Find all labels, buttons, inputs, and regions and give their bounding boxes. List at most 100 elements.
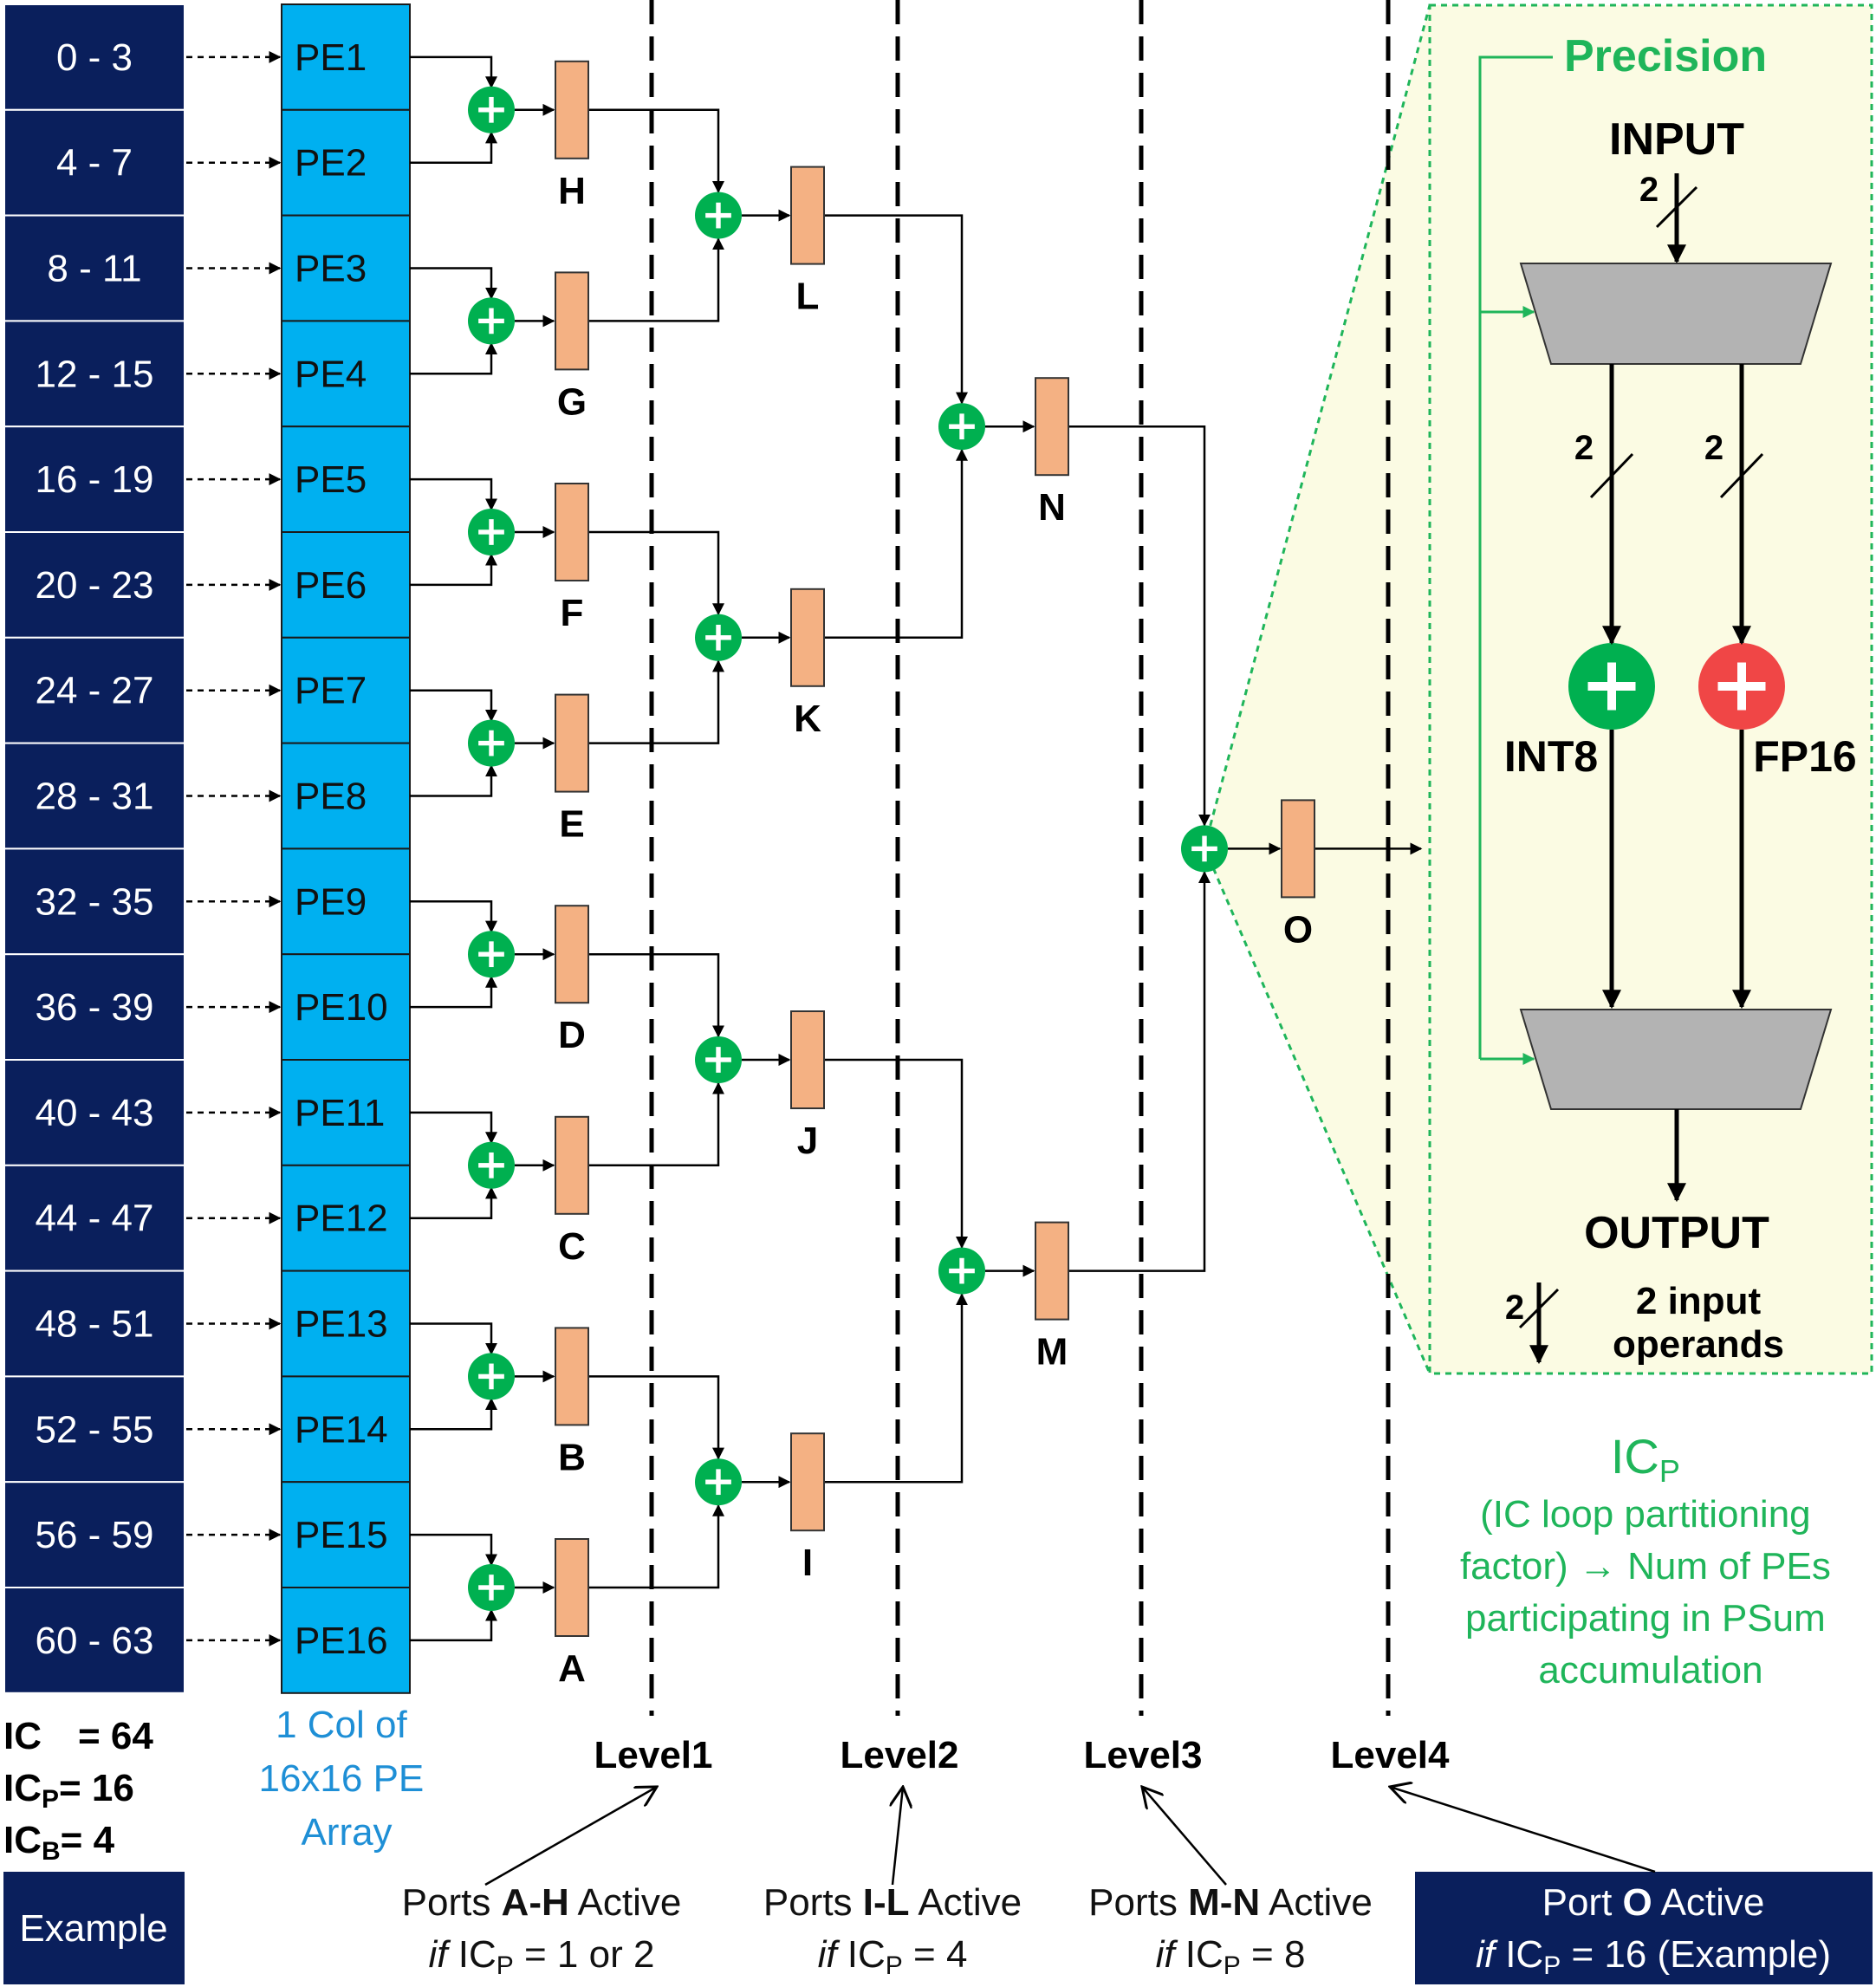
pe-cell-label: PE13 <box>295 1303 388 1346</box>
legend-bus-width: 2 <box>1505 1289 1524 1327</box>
param-icp-sub: P <box>42 1785 59 1814</box>
pe-array-caption: 1 Col of 16x16 PE Array <box>258 1704 434 1854</box>
level-label: Level4 <box>1331 1734 1451 1776</box>
port-label: F <box>561 592 584 634</box>
wire <box>410 1608 497 1642</box>
fp16-label: FP16 <box>1753 732 1857 781</box>
wire <box>1068 871 1211 1272</box>
pe-cell-label: PE1 <box>295 36 367 79</box>
wire <box>410 267 497 300</box>
int8-bus-width: 2 <box>1574 429 1594 467</box>
ic-cell <box>3 214 185 322</box>
note-tail: = 1 or 2 <box>514 1933 655 1976</box>
note-icp-sub: P <box>1543 1951 1561 1980</box>
note-post: Active <box>910 1881 1022 1924</box>
ic-cell-label: 52 - 55 <box>36 1408 154 1451</box>
wire <box>410 764 497 797</box>
note-tail: = 16 (Example) <box>1561 1933 1831 1976</box>
ic-cell <box>3 3 185 111</box>
zoom-wedge <box>1204 5 1430 1373</box>
ic-cell <box>3 1481 185 1588</box>
pe-cell-label: PE10 <box>295 986 388 1029</box>
pe-cell-label: PE5 <box>295 458 367 501</box>
pe-cell <box>281 3 411 111</box>
zoom-edge-top <box>1203 4 1431 848</box>
port-register <box>790 1432 825 1532</box>
pe-cell-label: PE6 <box>295 564 367 607</box>
pe-cell-label: PE14 <box>295 1408 388 1451</box>
wire <box>824 214 968 405</box>
ic-cell-label: 0 - 3 <box>56 36 133 79</box>
port-label: O <box>1283 908 1313 951</box>
note-line2: if ICP = 4 <box>818 1933 968 1980</box>
ic-cell-label: 4 - 7 <box>56 142 133 185</box>
port-register <box>790 166 825 265</box>
bottom-annotations: IC = 64 ICP= 16 ICB= 4 Example 1 Col of … <box>3 1429 1873 1984</box>
fp16-bus-width: 2 <box>1704 429 1723 467</box>
note-icp-sub: P <box>886 1951 903 1980</box>
adder-plus-v <box>489 308 494 334</box>
note-ports: O <box>1623 1881 1652 1924</box>
note-ports: A-H <box>502 1881 569 1924</box>
wire <box>410 477 497 511</box>
wire <box>824 448 968 640</box>
icp-note-line4: accumulation <box>1538 1649 1762 1692</box>
port-register <box>555 1538 589 1637</box>
ic-cell-label: 56 - 59 <box>36 1514 154 1556</box>
note-post: Active <box>569 1881 682 1924</box>
wire <box>410 1398 497 1431</box>
param-icb-base: IC <box>3 1819 42 1861</box>
pe-cell <box>281 531 411 639</box>
ic-cell <box>3 108 185 217</box>
ic-cell <box>3 636 185 744</box>
port-o-note-box <box>1415 1872 1873 1984</box>
port-register <box>555 1327 589 1426</box>
note-line2: if ICP = 8 <box>1156 1933 1306 1980</box>
level-label: Level3 <box>1084 1734 1203 1776</box>
wire <box>410 1186 497 1219</box>
param-icb-value: = 4 <box>61 1819 115 1861</box>
port-register <box>555 905 589 1004</box>
note-icp: IC <box>448 1933 497 1976</box>
level-label: Level1 <box>594 1734 713 1776</box>
ic-cell-label: 36 - 39 <box>36 986 154 1029</box>
ic-cell-label: 24 - 27 <box>36 670 154 712</box>
adder-plus-v <box>489 730 494 756</box>
pe-cell-label: PE2 <box>295 142 367 185</box>
note-line2: if ICP = 16 (Example) <box>1476 1933 1831 1980</box>
note-pre: Ports <box>402 1881 502 1924</box>
param-icp: ICP= 16 <box>3 1767 134 1814</box>
ic-cell <box>3 953 185 1061</box>
param-icb-sub: B <box>42 1837 61 1866</box>
wire <box>410 689 497 722</box>
adder-plus-v <box>489 1152 494 1179</box>
ic-cell <box>3 1059 185 1166</box>
zoom-edge-bottom <box>1203 847 1431 1374</box>
legend-bus-slash <box>1518 1288 1560 1329</box>
port-label: D <box>558 1014 586 1056</box>
ic-cell <box>3 1587 185 1694</box>
wire <box>410 131 497 164</box>
port-label: N <box>1038 486 1066 529</box>
icp-note-line3: participating in PSum <box>1465 1597 1826 1640</box>
param-icb: ICB= 4 <box>3 1819 115 1866</box>
pe-cell-label: PE15 <box>295 1514 388 1556</box>
port-register <box>555 271 589 371</box>
adder-plus-v <box>489 1575 494 1601</box>
adder-plus-v <box>489 519 494 545</box>
ic-cell <box>3 847 185 956</box>
ic-cell-label: 44 - 47 <box>36 1198 154 1240</box>
wire <box>588 1081 724 1167</box>
input-demux <box>1519 263 1833 365</box>
port-label: L <box>796 276 820 318</box>
adder-plus-v <box>959 1257 964 1284</box>
pe-cell-label: PE8 <box>295 776 367 818</box>
icp-note-title-base: IC <box>1611 1429 1659 1484</box>
note-icp-sub: P <box>1224 1951 1241 1980</box>
